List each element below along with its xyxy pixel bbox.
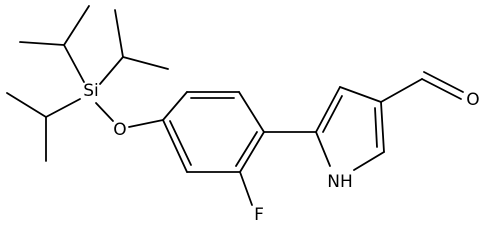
bond-c3p-c4p <box>339 86 382 103</box>
atom-nitrogen-label: NH <box>327 172 353 192</box>
molecule-structure: Si O F NH O <box>6 5 480 225</box>
bond-c4-c5-inner <box>235 131 258 167</box>
bond-c4-c5 <box>239 131 265 173</box>
atom-fluorine-label: F <box>254 205 264 225</box>
bond-c2p-c3p <box>315 86 341 133</box>
bond-c1-c2 <box>162 91 188 121</box>
bond-ch1-me2 <box>63 5 90 46</box>
bond-c-o-double-2 <box>423 71 464 93</box>
isopropyl-top-right <box>99 9 169 85</box>
bond-c6-c1 <box>162 119 188 173</box>
bond-si-o <box>95 102 114 122</box>
isopropyl-bottom-left <box>6 92 81 162</box>
pyrrole-ring <box>315 86 385 171</box>
bond-c3-c4 <box>238 91 265 133</box>
bond-c4p-cho <box>380 78 423 103</box>
benzene-ring <box>162 91 265 173</box>
bond-ch2-me1 <box>114 9 124 58</box>
atom-silicon-label: Si <box>83 81 99 101</box>
bond-c4p-c5p-inner <box>374 107 378 148</box>
bond-ch1-me1 <box>19 41 65 46</box>
bond-si-ch2 <box>99 56 124 85</box>
bond-n-c2p <box>315 131 331 167</box>
bond-c-f <box>239 171 253 206</box>
bond-c6-c1-inner <box>169 120 192 166</box>
bond-ch2-me2 <box>122 56 169 70</box>
bond-ch3-me1 <box>6 92 47 118</box>
bond-c-o-double-1 <box>421 78 462 100</box>
bond-si-ch3 <box>45 98 81 118</box>
bond-si-ch1 <box>63 44 85 83</box>
bond-o-aryl <box>128 119 164 128</box>
isopropyl-top-left <box>19 5 90 83</box>
bond-c2p-c3p-inner <box>322 95 343 133</box>
bond-c4p-c5p <box>380 101 385 153</box>
atom-oxygen-aldehyde-label: O <box>466 90 479 110</box>
bond-c5p-n <box>353 151 385 171</box>
atom-oxygen-ether-label: O <box>113 120 126 140</box>
